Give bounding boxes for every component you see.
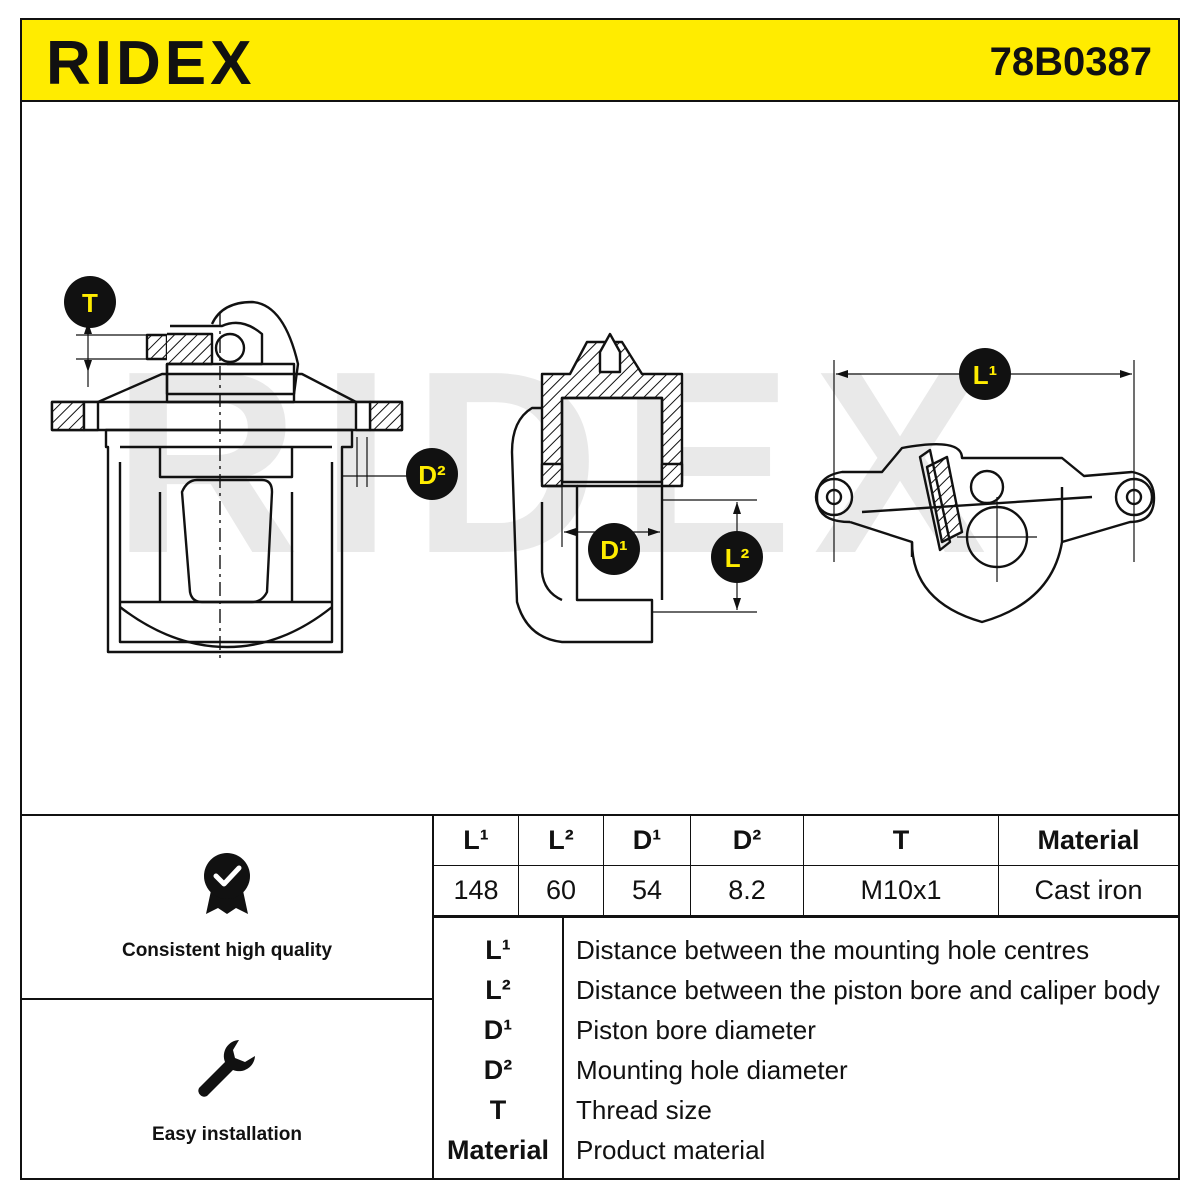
col-header-material: Material xyxy=(998,816,1178,866)
col-header-d1: D¹ xyxy=(603,816,691,866)
feature-label: Easy installation xyxy=(152,1124,302,1145)
value-material: Cast iron xyxy=(998,864,1178,917)
legend-description: Product material xyxy=(576,1135,766,1165)
legend-row: L² Distance between the piston bore and … xyxy=(434,970,1178,1010)
label-l2: L² xyxy=(711,531,763,583)
value-l1: 148 xyxy=(433,864,519,917)
legend-symbol: D¹ xyxy=(483,1015,513,1045)
legend-description: Piston bore diameter xyxy=(576,1015,816,1045)
legend-description: Distance between the mounting hole centr… xyxy=(576,935,1090,965)
value-d2: 8.2 xyxy=(690,864,804,917)
col-header-l1: L¹ xyxy=(433,816,519,866)
table-value-row: 148 60 54 8.2 M10x1 Cast iron xyxy=(433,864,1178,917)
legend-table: L¹ Distance between the mounting hole ce… xyxy=(432,916,1178,1180)
value-d1: 54 xyxy=(603,864,691,917)
legend-row: T Thread size xyxy=(434,1090,1178,1130)
col-header-t: T xyxy=(803,816,999,866)
quality-badge-icon xyxy=(202,852,252,921)
legend-symbol: D² xyxy=(483,1055,513,1085)
feature-installation: Easy installation xyxy=(22,1000,432,1180)
spec-values-table: L¹ L² D¹ D² T Material 148 60 54 8.2 M10… xyxy=(432,816,1178,917)
legend-row: D¹ Piston bore diameter xyxy=(434,1010,1178,1050)
svg-text:L¹: L¹ xyxy=(973,360,998,390)
label-d2: D² xyxy=(406,448,458,500)
legend-description: Thread size xyxy=(576,1095,712,1125)
legend-row: L¹ Distance between the mounting hole ce… xyxy=(434,930,1178,970)
feature-label: Consistent high quality xyxy=(121,940,333,961)
legend-symbol: Material xyxy=(446,1135,550,1165)
svg-text:D¹: D¹ xyxy=(600,535,627,565)
legend-row: D² Mounting hole diameter xyxy=(434,1050,1178,1090)
feature-quality: Consistent high quality xyxy=(22,816,432,1000)
label-l1: L¹ xyxy=(959,348,1011,400)
part-number: 78B0387 xyxy=(989,40,1152,84)
value-l2: 60 xyxy=(518,864,604,917)
legend-symbol: L² xyxy=(485,975,511,1005)
brand-logo: RIDEX xyxy=(46,29,256,98)
table-header-row: L¹ L² D¹ D² T Material xyxy=(433,816,1178,866)
legend-divider xyxy=(562,918,564,1180)
col-header-d2: D² xyxy=(690,816,804,866)
legend-description: Mounting hole diameter xyxy=(576,1055,848,1085)
caliper-side-view xyxy=(814,360,1156,624)
header-bar: RIDEX 78B0387 xyxy=(22,20,1178,102)
spec-sheet: RIDEX 78B0387 RIDEX xyxy=(20,18,1180,1180)
label-d1: D¹ xyxy=(588,523,640,575)
svg-text:T: T xyxy=(82,288,98,318)
col-header-l2: L² xyxy=(518,816,604,866)
svg-text:L²: L² xyxy=(725,543,750,573)
technical-drawing: RIDEX xyxy=(22,102,1178,814)
label-t: T xyxy=(64,276,116,328)
wrench-icon xyxy=(195,1036,259,1105)
svg-text:D²: D² xyxy=(418,460,446,490)
legend-description: Distance between the piston bore and cal… xyxy=(576,975,1160,1005)
legend-row: Material Product material xyxy=(434,1130,1178,1170)
legend-symbol: T xyxy=(489,1095,507,1125)
caliper-front-view xyxy=(50,300,407,662)
value-t: M10x1 xyxy=(803,864,999,917)
legend-symbol: L¹ xyxy=(485,935,511,965)
spec-section: Consistent high quality Easy installatio… xyxy=(22,814,1178,1180)
caliper-section-view xyxy=(510,332,757,644)
